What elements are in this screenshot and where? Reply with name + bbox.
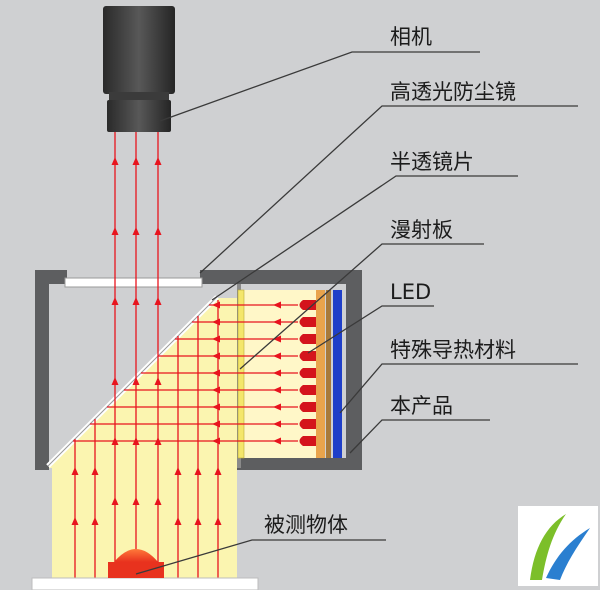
- label-object: 被测物体: [264, 513, 348, 537]
- vertical-ray-arrow-1-6: [111, 497, 119, 505]
- horizontal-ray-arrow-b-7: [212, 403, 220, 411]
- vertical-ray-arrow-3-6: [154, 497, 162, 505]
- horizontal-ray-arrow-b-4: [212, 352, 220, 360]
- leaf-logo-icon: [518, 506, 598, 586]
- vertical-ray-arrow-3-4: [154, 377, 162, 385]
- vertical-ray-arrow-1-3: [111, 297, 119, 305]
- horizontal-ray-arrow-a-6: [273, 386, 281, 394]
- horizontal-ray-arrow-a-4: [273, 352, 281, 360]
- vertical-ray-arrow-1-1: [111, 157, 119, 165]
- vertical-ray-arrow-3-3: [154, 297, 162, 305]
- led-1: [299, 300, 316, 310]
- light-rays: [71, 132, 298, 578]
- diffuser-plate: [237, 289, 245, 459]
- led-array: [299, 300, 316, 446]
- lower-ray-arrow-4-1: [194, 467, 202, 475]
- label-product: 本产品: [390, 394, 453, 418]
- lower-ray-arrow-4-2: [194, 517, 202, 525]
- led-3: [299, 334, 316, 344]
- led-7: [299, 402, 316, 412]
- led-2: [299, 317, 316, 327]
- vertical-ray-arrow-1-4: [111, 377, 119, 385]
- label-diffuser: 漫射板: [390, 218, 453, 242]
- horizontal-ray-arrow-a-8: [273, 420, 281, 428]
- vertical-ray-arrow-2-6: [132, 497, 140, 505]
- lower-ray-arrow-3-2: [174, 517, 182, 525]
- lower-ray-arrow-1-2: [71, 517, 79, 525]
- horizontal-ray-arrow-b-8: [212, 420, 220, 428]
- lower-ray-arrow-5-2: [214, 517, 222, 525]
- horizontal-ray-arrow-b-9: [212, 437, 220, 445]
- vertical-ray-arrow-2-2: [132, 227, 140, 235]
- vertical-ray-arrow-3-2: [154, 227, 162, 235]
- lower-ray-arrow-5-1: [214, 467, 222, 475]
- dust-glass: [64, 277, 203, 288]
- light-field-lower: [52, 468, 237, 580]
- horizontal-ray-arrow-a-2: [273, 318, 281, 326]
- horizontal-ray-arrow-a-3: [273, 335, 281, 343]
- lower-ray-arrow-1-1: [71, 467, 79, 475]
- horizontal-ray-arrow-b-6: [212, 386, 220, 394]
- light-field-inner: [48, 298, 237, 468]
- horizontal-ray-arrow-a-1: [273, 301, 281, 309]
- leader-lines: [135, 51, 578, 575]
- camera: [103, 6, 175, 132]
- vertical-ray-arrow-2-1: [132, 157, 140, 165]
- horizontal-ray-arrow-b-2: [212, 318, 220, 326]
- horizontal-ray-arrow-a-7: [273, 403, 281, 411]
- vertical-ray-arrow-2-4: [132, 377, 140, 385]
- horizontal-ray-arrow-a-9: [273, 437, 281, 445]
- lower-ray-arrow-3-1: [174, 467, 182, 475]
- horizontal-ray-arrow-a-5: [273, 369, 281, 377]
- horizontal-ray-arrow-b-5: [212, 369, 220, 377]
- label-led: LED: [390, 280, 431, 304]
- lower-ray-arrow-2-1: [91, 467, 99, 475]
- led-4: [299, 351, 316, 361]
- label-dust-glass: 高透光防尘镜: [390, 80, 516, 104]
- label-camera: 相机: [390, 25, 432, 49]
- led-pcb: [316, 290, 325, 458]
- test-object: [31, 549, 259, 590]
- thermal-blue: [333, 290, 342, 458]
- horizontal-ray-arrow-b-1: [212, 301, 220, 309]
- horizontal-ray-arrow-b-3: [212, 335, 220, 343]
- vertical-ray-arrow-1-2: [111, 227, 119, 235]
- led-5: [299, 368, 316, 378]
- thermal-material: [326, 290, 331, 458]
- vertical-ray-arrow-3-1: [154, 157, 162, 165]
- led-8: [299, 419, 316, 429]
- led-6: [299, 385, 316, 395]
- label-thermal-material: 特殊导热材料: [390, 338, 516, 362]
- label-half-mirror: 半透镜片: [390, 150, 474, 174]
- led-9: [299, 436, 316, 446]
- lower-ray-arrow-2-2: [91, 517, 99, 525]
- vertical-ray-arrow-2-3: [132, 297, 140, 305]
